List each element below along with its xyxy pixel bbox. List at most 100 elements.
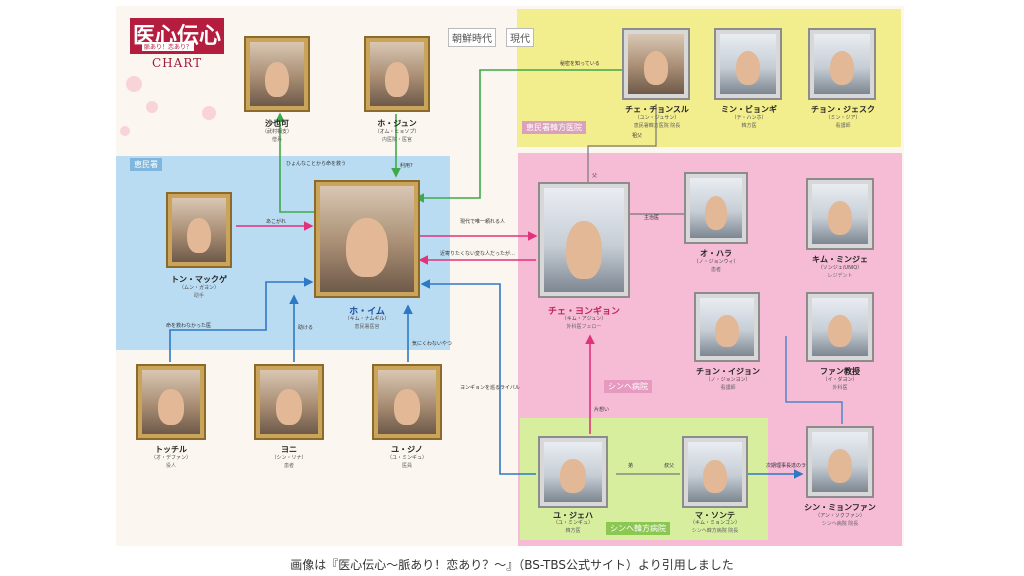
area-label-shinhye-hospital: シンヘ病院	[604, 380, 652, 393]
person-name: チョン・ジェスク	[811, 105, 875, 114]
person-name: チェ・ヨンギョン	[547, 307, 620, 317]
person-actor: （オム・ヒョソプ）	[374, 129, 420, 135]
portrait-image	[320, 186, 414, 292]
relation-uncle: 叔父	[664, 463, 675, 469]
relation-grandfather: 祖父	[632, 133, 643, 139]
relationship-lines	[169, 69, 843, 479]
person-actor: （テ・ハンホ）	[731, 115, 767, 121]
blossom-decoration	[120, 126, 130, 136]
person-actor: （ユ・ミンギュ）	[552, 520, 593, 526]
relation-yearns: あこがれ	[266, 219, 287, 225]
person-name: ミン・ビョンギ	[721, 105, 777, 114]
person-name: マ・ソンテ	[695, 511, 735, 520]
portrait-image	[812, 298, 868, 356]
person-name: ホ・イム	[349, 307, 385, 317]
person-name: オ・ハラ	[700, 249, 732, 258]
portrait-kimminje[interactable]	[806, 178, 874, 250]
person-role: 内医院・医官	[381, 137, 412, 143]
person-name: トン・マックゲ	[171, 275, 227, 284]
portrait-fankyoju[interactable]	[806, 292, 874, 362]
portrait-image	[688, 442, 742, 502]
portrait-image	[812, 184, 868, 244]
person-name: ユ・ジェハ	[553, 511, 593, 520]
person-role: 患者	[283, 463, 294, 469]
arrow-secret	[414, 69, 624, 203]
relation-dislike: 気にくわないやつ	[412, 341, 452, 347]
person-name: チョン・イジョン	[696, 367, 760, 376]
relation-help: 助ける	[298, 325, 314, 331]
drama-logo-subtitle: 脈あり！恋あり？	[142, 42, 195, 51]
person-role: 助手	[193, 293, 204, 299]
person-role: 医員	[401, 463, 412, 469]
portrait-ohara[interactable]	[684, 172, 748, 244]
area-label-hyeminseo: 恵民署	[130, 158, 162, 171]
relation-attending: 主治医	[644, 215, 660, 221]
portrait-yujino[interactable]	[372, 364, 442, 440]
arrow-rival	[420, 279, 536, 475]
person-role: 韓方医	[741, 123, 757, 129]
portrait-image	[720, 34, 776, 94]
portrait-minbyongi[interactable]	[714, 28, 782, 100]
portrait-yujeha[interactable]	[538, 436, 608, 508]
person-actor: （武村相支）	[261, 129, 292, 135]
blossom-decoration	[202, 106, 216, 120]
person-name: シン・ミョンファン	[804, 503, 876, 512]
line-shinhye	[785, 336, 843, 424]
area-label-hyeminseo-clinic: 恵民署韓方医院	[522, 121, 586, 134]
portrait-yoni[interactable]	[254, 364, 324, 440]
portrait-hojun[interactable]	[364, 36, 430, 112]
portrait-tokchil[interactable]	[136, 364, 206, 440]
person-role: 患者	[710, 267, 721, 273]
portrait-image	[544, 442, 602, 502]
person-name: ホ・ジュン	[377, 119, 417, 128]
person-actor: （ユン・ジュサン）	[634, 115, 680, 121]
person-actor: （ミン・ジア）	[825, 115, 861, 121]
portrait-choeyongyon[interactable]	[538, 182, 630, 298]
person-actor: （アン・ソクファン）	[815, 513, 865, 519]
portrait-masonje[interactable]	[682, 436, 748, 508]
portrait-image	[378, 370, 436, 434]
person-role: 恵民署医官	[354, 324, 380, 330]
portrait-image	[628, 34, 684, 94]
portrait-chonijon[interactable]	[694, 292, 760, 362]
portrait-choechonsul[interactable]	[622, 28, 690, 100]
person-role: 役人	[165, 463, 176, 469]
image-caption: 画像は『医心伝心〜脈あり！恋あり？〜』（BS-TBS公式サイト）より引用しました	[290, 558, 734, 572]
person-role: 僧兵	[271, 137, 282, 143]
blossom-decoration	[146, 101, 158, 113]
person-role: シンヘ病院 院長	[821, 521, 859, 527]
person-name: ユ・ジノ	[391, 445, 423, 454]
portrait-image	[260, 370, 318, 434]
relation-only-one: 現代で唯一頼れる人	[460, 219, 506, 225]
person-name: 沙也可	[265, 119, 289, 128]
relation-onesided: 片想い	[594, 407, 610, 413]
person-actor: （キム・ミョンゴン）	[689, 520, 740, 526]
portrait-samgaekhyeon[interactable]	[244, 36, 310, 112]
person-actor: （キム・ナムギル）	[344, 316, 390, 322]
person-name: キム・ミンジェ	[812, 255, 868, 264]
person-actor: （オ・デファン）	[150, 455, 191, 461]
portrait-image	[142, 370, 200, 434]
portrait-tonmakke[interactable]	[166, 192, 232, 268]
portrait-shinmyonfan[interactable]	[806, 426, 874, 498]
portrait-hoim[interactable]	[314, 180, 420, 298]
relation-hate-wish: 命を救わなかった医	[166, 323, 212, 329]
era-tag-joseon: 朝鮮時代	[448, 28, 496, 47]
relation-strange: 近寄りたくない変な人だったが…	[440, 251, 516, 257]
person-role: 看護師	[720, 385, 736, 391]
relation-rival: ヨンギョンを巡るライバル	[460, 385, 520, 391]
relation-saved: ひょんなことから命を救う	[286, 161, 347, 167]
person-actor: （ノ・ジョンヨン）	[705, 377, 751, 383]
person-name: ファン教授	[820, 367, 860, 376]
relation-junior: 弟	[628, 463, 634, 469]
portrait-image	[370, 42, 424, 106]
person-role: 外科医フェロー	[566, 324, 602, 330]
person-actor: （ムン・ガヨン）	[178, 285, 219, 291]
person-actor: （シン・リナ）	[271, 455, 307, 461]
person-actor: （キム・アジュン）	[561, 316, 607, 322]
portrait-image	[544, 188, 624, 292]
person-name: トッチル	[155, 445, 187, 454]
portrait-chonjaesuk[interactable]	[808, 28, 876, 100]
person-name: チェ・チョンスル	[625, 105, 689, 114]
person-role: 外科医	[832, 385, 848, 391]
